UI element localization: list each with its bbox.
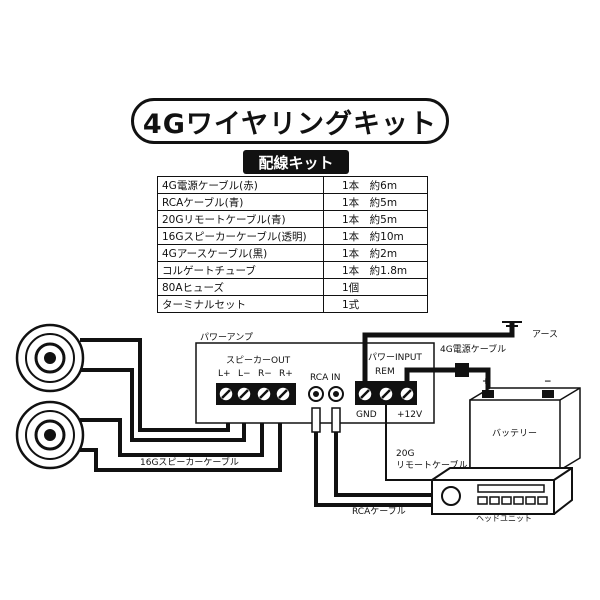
table-row: 16Gスピーカーケーブル(透明) 1本 約10m [157, 227, 428, 245]
table-row: 20Gリモートケーブル(青) 1本 約5m [157, 210, 428, 228]
speaker-terminal-block [216, 383, 296, 405]
head-unit [431, 467, 573, 515]
speaker-cable-label: 16Gスピーカーケーブル [140, 458, 239, 468]
rca-cables [311, 407, 432, 507]
part-qty: 1式 [323, 295, 428, 313]
parts-table: 4G電源ケーブル(赤) 1本 約6m RCAケーブル(青) 1本 約5m 20G… [157, 176, 428, 313]
part-name: 4Gアースケーブル(黒) [157, 244, 324, 262]
part-name: 16Gスピーカーケーブル(透明) [157, 227, 324, 245]
gnd-label: GND [356, 410, 377, 420]
table-row: 80Aヒューズ 1個 [157, 278, 428, 296]
part-name: ターミナルセット [157, 295, 324, 313]
head-unit-label: ヘッドユニット [476, 514, 532, 523]
remote-cable [385, 405, 432, 481]
terminal-label-r-plus: R+ [279, 369, 293, 379]
ground-label: アース [532, 330, 559, 340]
terminal-label-l-plus: L+ [218, 369, 231, 379]
section-label: 配線キット [243, 150, 349, 174]
speaker-out-label: スピーカーOUT [226, 356, 291, 366]
remote-cable-label-name: リモートケーブル [396, 461, 468, 471]
ground-symbol [502, 321, 522, 331]
remote-cable-label-gauge: 20G [396, 449, 415, 459]
part-qty: 1本 約5m [323, 193, 428, 211]
table-row: ターミナルセット 1式 [157, 295, 428, 313]
speaker-cables [80, 338, 282, 472]
page-title: 4Gワイヤリングキット [131, 98, 449, 144]
fuse [455, 363, 469, 377]
part-qty: 1個 [323, 278, 428, 296]
battery [469, 387, 581, 471]
power-cable-label: 4G電源ケーブル [440, 345, 507, 355]
table-row: 4G電源ケーブル(赤) 1本 約6m [157, 176, 428, 194]
power-terminal-block [355, 381, 417, 405]
battery-plus-sign: + [482, 377, 490, 387]
rca-cable-label: RCAケーブル [352, 507, 406, 517]
rca-in-label: RCA IN [310, 373, 341, 383]
table-row: 4Gアースケーブル(黒) 1本 約2m [157, 244, 428, 262]
part-qty: 1本 約1.8m [323, 261, 428, 279]
part-name: 80Aヒューズ [157, 278, 324, 296]
part-qty: 1本 約5m [323, 210, 428, 228]
plus12v-label: +12V [397, 410, 423, 420]
terminal-label-l-minus: L− [238, 369, 251, 379]
battery-minus-sign: − [544, 377, 552, 387]
power-cables [362, 322, 515, 390]
part-qty: 1本 約10m [323, 227, 428, 245]
part-name: 4G電源ケーブル(赤) [157, 176, 324, 194]
part-name: RCAケーブル(青) [157, 193, 324, 211]
rem-label: REM [375, 367, 395, 377]
table-row: RCAケーブル(青) 1本 約5m [157, 193, 428, 211]
speaker-bottom [15, 400, 85, 470]
table-row: コルゲートチューブ 1本 約1.8m [157, 261, 428, 279]
part-qty: 1本 約2m [323, 244, 428, 262]
part-name: 20Gリモートケーブル(青) [157, 210, 324, 228]
amp-label: パワーアンプ [200, 333, 254, 343]
power-input-label: パワーINPUT [368, 353, 422, 363]
speaker-top [15, 323, 85, 393]
terminal-label-r-minus: R− [258, 369, 272, 379]
part-qty: 1本 約6m [323, 176, 428, 194]
part-name: コルゲートチューブ [157, 261, 324, 279]
rca-jacks [308, 386, 344, 402]
battery-label: バッテリー [492, 429, 538, 439]
